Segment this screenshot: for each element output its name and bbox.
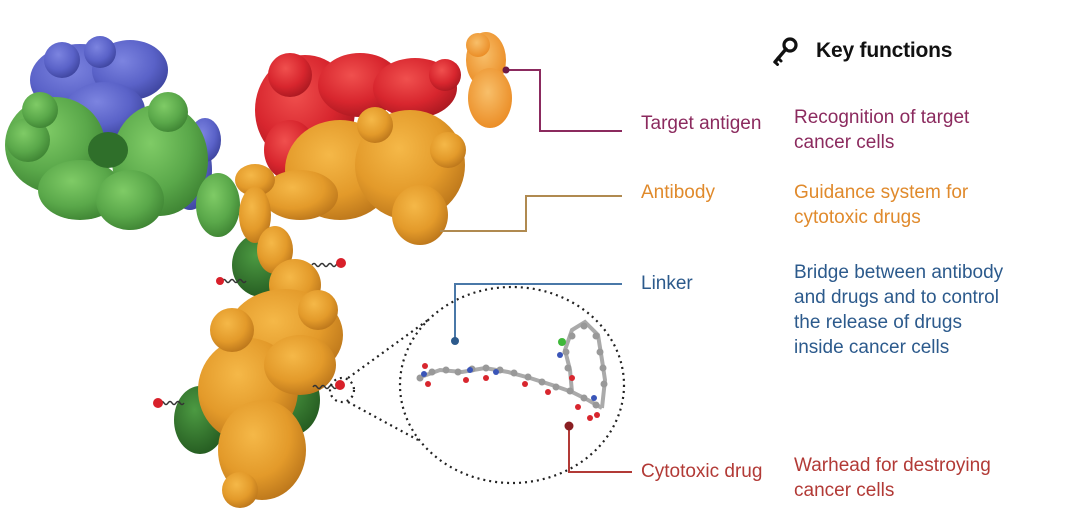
leader-cytotoxic-drug [568,426,632,473]
left-fab-arm [5,36,240,237]
description-line: Warhead for destroying [794,455,991,476]
key-icon [773,37,798,66]
description-line: inside cancer cells [794,337,950,358]
orange-heavy-domain [235,107,466,245]
description-linker: Bridge between antibody and drugs and to… [794,260,1054,360]
drug-payload-lower-right [312,380,345,390]
header-title: Key functions [816,39,953,62]
description-line: cancer cells [794,132,895,153]
dark-green-core [88,132,128,168]
right-fab-arm [235,53,466,245]
description-line: the release of drugs [794,312,962,333]
description-cytotoxic-drug: Warhead for destroying cancer cells [794,453,1054,503]
target-antigen-blob [466,32,512,128]
description-line: Bridge between antibody [794,262,1004,283]
zoom-callout [328,285,626,485]
drug-payload-upper-right [311,258,346,268]
description-line: and drugs and to control [794,287,999,308]
drug-payload-lower-left [153,398,185,408]
description-line: Recognition of target [794,107,970,128]
description-line: Guidance system for [794,182,969,203]
description-antibody: Guidance system for cytotoxic drugs [794,180,1054,230]
leader-dot-linker [451,337,459,345]
leader-antibody [440,195,622,232]
key-functions-header: Key functions [770,36,952,66]
label-target-antigen: Target antigen [641,113,762,134]
leader-linker [454,283,622,341]
description-target-antigen: Recognition of target cancer cells [794,105,1054,155]
leader-dot-target-antigen [502,66,510,74]
description-line: cancer cells [794,480,895,501]
description-line: cytotoxic drugs [794,207,921,228]
fc-region [174,187,343,508]
leader-dot-cytotoxic-drug [564,421,574,431]
leader-target-antigen [506,69,622,132]
green-light-domain [5,92,240,237]
label-cytotoxic-drug: Cytotoxic drug [641,461,763,482]
label-linker: Linker [641,273,693,294]
linker-drug-molecule [416,319,608,421]
label-antibody: Antibody [641,182,715,203]
fc-orange [198,289,343,508]
drug-payload-upper-left [216,277,247,285]
